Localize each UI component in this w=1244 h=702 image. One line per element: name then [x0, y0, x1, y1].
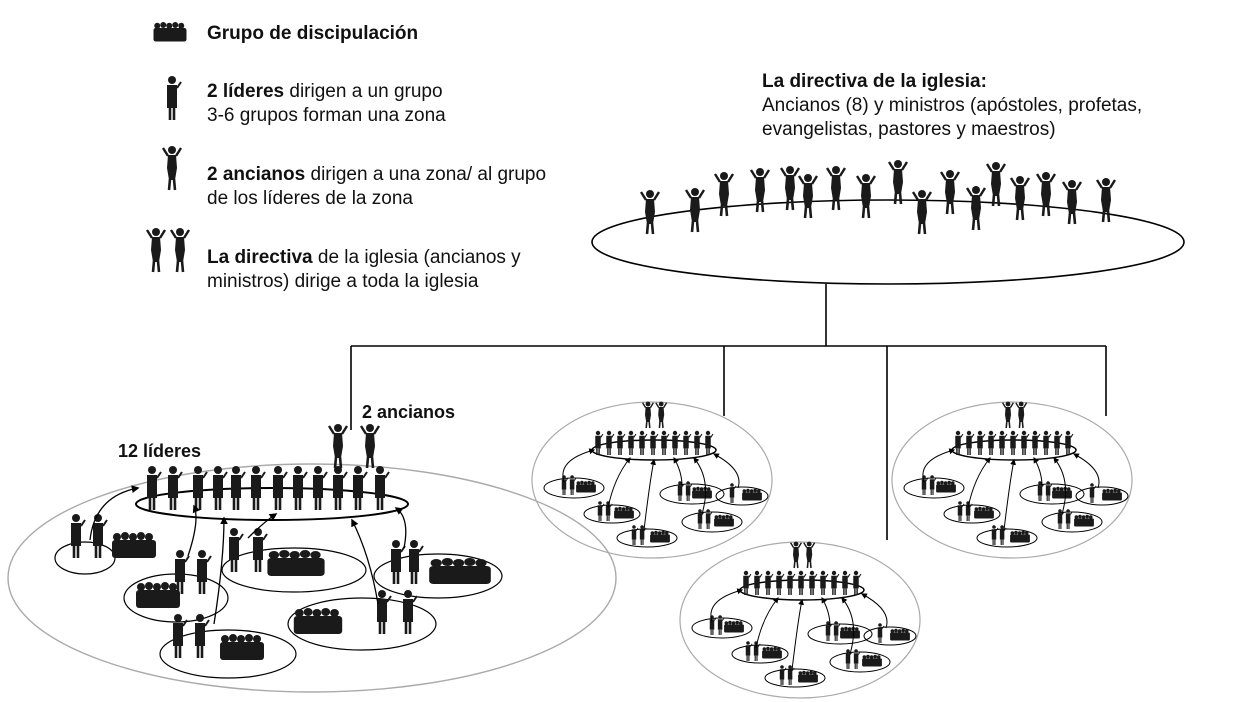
- leader-icon: [165, 74, 183, 122]
- elders-label: 2 ancianos: [362, 402, 456, 422]
- zone-2: [532, 402, 772, 558]
- legend-item-elders: 2 ancianos dirigen a una zona/ al grupo …: [207, 164, 547, 209]
- zone-4: [680, 542, 920, 698]
- legend-item-leadership: La directiva de la iglesia (ancianos y m…: [207, 247, 521, 292]
- church-leadership-line-2: evangelistas, pastores y maestros): [762, 119, 1056, 140]
- crowd-icon: [153, 22, 187, 42]
- church-leadership-title: La directiva de la iglesia:: [762, 71, 987, 92]
- zone-detailed: [7, 422, 617, 693]
- zone-3: [892, 402, 1132, 558]
- church-leadership-line-1: Ancianos (8) y ministros (apóstoles, pro…: [762, 95, 1143, 116]
- church-leadership-group: [591, 158, 1185, 285]
- hierarchy-connectors: [350, 284, 1107, 540]
- legend-item-group: Grupo de discipulación: [207, 23, 419, 44]
- elder-icon: [161, 144, 183, 192]
- legend-item-leaders: 2 líderes dirigen a un grupo 3-6 grupos …: [207, 81, 446, 126]
- leadership-icon: [145, 226, 191, 274]
- leaders-label: 12 líderes: [118, 441, 202, 461]
- church-leadership-description: La directiva de la iglesia: Ancianos (8)…: [762, 70, 1232, 142]
